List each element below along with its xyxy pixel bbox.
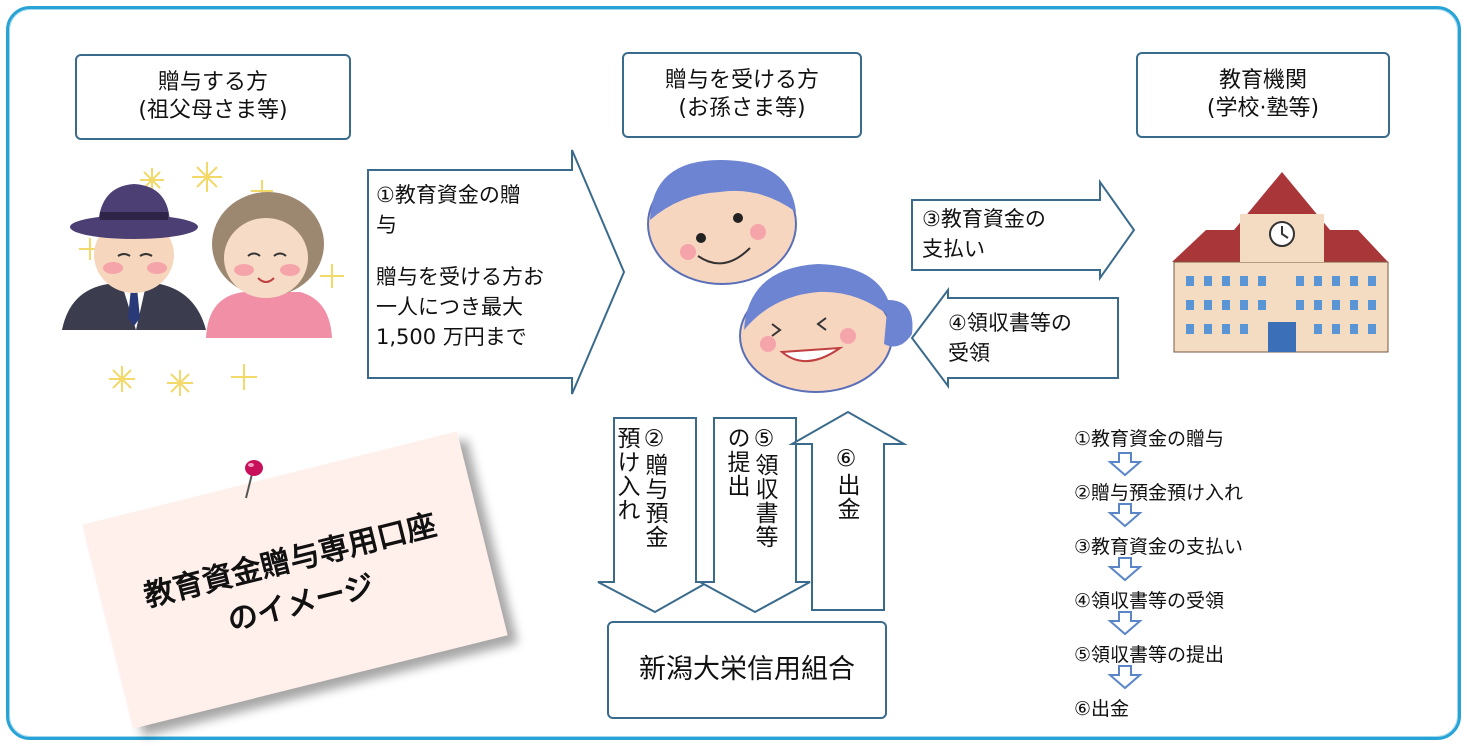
withdraw-arrow — [788, 410, 908, 611]
sparkle-icon — [79, 162, 344, 396]
gift-note-1: 贈与を受ける方お — [376, 265, 544, 289]
giver-sublabel: (祖父母さま等) — [138, 98, 288, 123]
step-arrow-3 — [1107, 557, 1143, 582]
gift-title-1: ①教育資金の贈 — [376, 183, 521, 207]
step-3: ③教育資金の支払い — [1074, 536, 1244, 558]
payment-arrow-label: ③教育資金の 支払い — [922, 204, 1046, 264]
school-label: 教育機関 — [1218, 68, 1307, 93]
receiver-label: 贈与を受ける方 — [664, 68, 819, 93]
school-sublabel: (学校·塾等) — [1206, 96, 1320, 121]
withdraw-arrow-label: ⑥出金 — [832, 446, 860, 566]
gift-arrow-label: ①教育資金の贈 与 贈与を受ける方お 一人につき最大 1,500 万円まで — [376, 180, 544, 352]
grandchild-girl-illustration — [739, 264, 913, 393]
step-arrow-2 — [1107, 503, 1143, 528]
payment-arrow — [911, 178, 1136, 282]
bank-box: 新潟大栄信用組合 — [607, 621, 887, 719]
step-5: ⑤領収書等の提出 — [1074, 644, 1225, 666]
gift-title-2: 与 — [376, 213, 397, 237]
payment-line-2: 支払い — [922, 237, 985, 261]
receipt-arrow — [910, 287, 1119, 389]
receipt-line-1: ④領収書等の — [948, 311, 1072, 335]
school-building-illustration — [1172, 172, 1389, 353]
gift-note-2: 一人につき最大 — [376, 295, 523, 319]
step-2: ②贈与預金預け入れ — [1074, 482, 1244, 504]
grandchild-boy-illustration — [647, 160, 797, 285]
receipt-arrow-label: ④領収書等の 受領 — [948, 308, 1072, 368]
gift-note-3: 1,500 万円まで — [376, 325, 527, 349]
step-6: ⑥出金 — [1074, 698, 1130, 720]
gift-arrow — [367, 149, 626, 395]
withdraw-line-1: ⑥出金 — [833, 446, 859, 521]
deposit-line-1: ②贈与預金 — [641, 426, 667, 549]
step-arrow-1 — [1107, 452, 1143, 477]
deposit-arrow-label: ②贈与預金 預け入れ — [612, 426, 668, 586]
diagram-frame — [6, 6, 1461, 740]
submit-arrow — [699, 417, 811, 614]
deposit-line-2: 預け入れ — [613, 426, 639, 522]
grandfather-illustration — [62, 184, 206, 330]
step-arrow-4 — [1107, 611, 1143, 636]
step-arrow-5 — [1107, 665, 1143, 690]
pushpin-icon — [245, 460, 263, 499]
submit-arrow-label: ⑤領収書等 の提出 — [722, 426, 778, 586]
receipt-line-2: 受領 — [948, 341, 990, 365]
step-arrows — [1107, 452, 1143, 690]
receiver-sublabel: (お孫さま等) — [678, 96, 806, 121]
giver-label: 贈与する方 — [157, 70, 268, 95]
grandmother-illustration — [206, 192, 332, 338]
bank-name: 新潟大栄信用組合 — [639, 654, 855, 685]
submit-line-2: の提出 — [723, 426, 749, 498]
school-box: 教育機関 (学校·塾等) — [1136, 52, 1390, 138]
submit-line-1: ⑤領収書等 — [751, 426, 777, 549]
receiver-box: 贈与を受ける方 (お孫さま等) — [622, 52, 862, 138]
deposit-arrow — [597, 417, 712, 614]
step-4: ④領収書等の受領 — [1074, 590, 1225, 612]
payment-line-1: ③教育資金の — [922, 207, 1046, 231]
step-1: ①教育資金の贈与 — [1074, 428, 1225, 450]
giver-box: 贈与する方 (祖父母さま等) — [75, 54, 351, 140]
